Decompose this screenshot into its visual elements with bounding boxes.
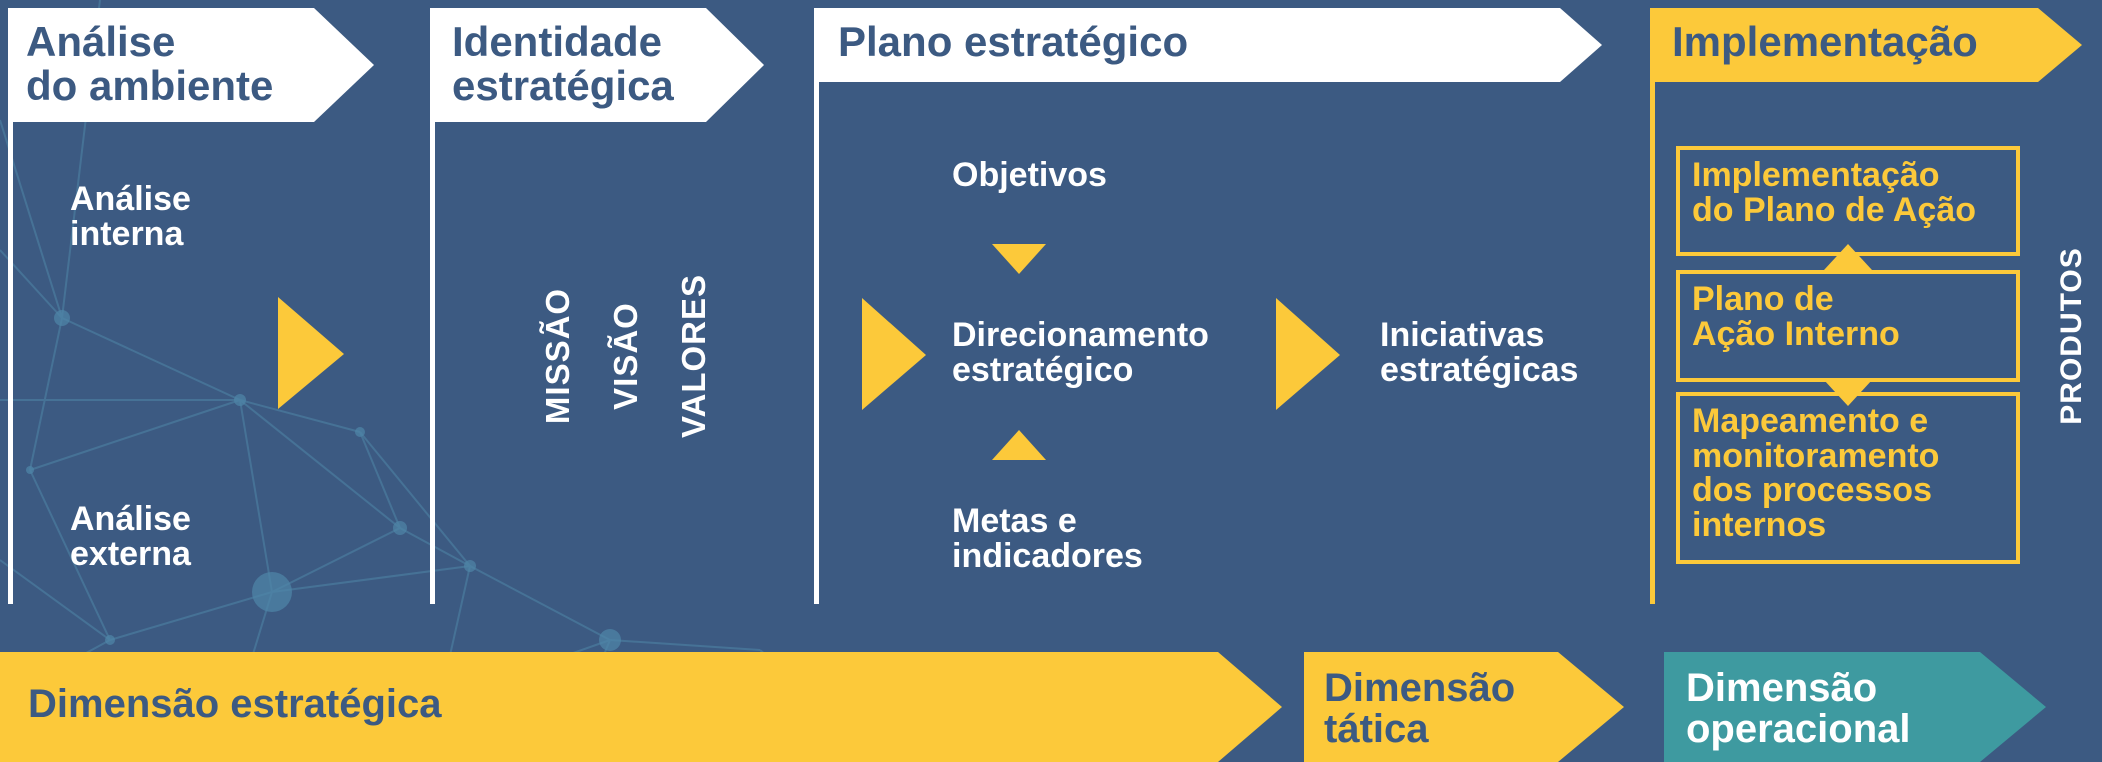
analise-externa: Análise externa [70,500,191,573]
box-mapeamento-label: Mapeamento e monitoramento dos processos… [1692,402,1940,545]
arrow-down-icon [992,244,1046,274]
dimensao-tatica-shape [1304,652,1624,762]
column-divider [430,118,435,604]
box-plano-acao-interno: Plano de Ação Interno [1676,270,2020,382]
dimensao-estrategica-shape [0,652,1282,762]
arrow-right-icon [278,297,344,409]
box-mapeamento: Mapeamento e monitoramento dos processos… [1676,392,2020,564]
metas-label: Metas e indicadores [952,502,1143,575]
header-plano-shape [814,8,1602,82]
direcionamento-label: Direcionamento estratégico [952,316,1209,389]
missao-label: MISSÃO [539,287,576,425]
header-analise-ambiente: Análise do ambiente [26,18,274,110]
arrow-up-icon [1824,244,1872,270]
header-identidade: Identidade estratégica [452,18,674,110]
header-implementacao-shape [1650,8,2082,82]
visao-label: VISÃO [607,302,644,410]
objetivos-label: Objetivos [952,156,1107,194]
header-analise-ambiente-shape [8,8,374,122]
box-implementacao-plano: Implementação do Plano de Ação [1676,146,2020,256]
header-identidade-shape [430,8,764,122]
dimensao-estrategica: Dimensão estratégica [28,682,442,726]
box-implementacao-plano-label: Implementação do Plano de Ação [1692,156,1977,229]
iniciativas-label: Iniciativas estratégicas [1380,316,1579,389]
column-divider [1650,78,1655,604]
produtos-label: PRODUTOS [2055,247,2088,425]
dimensao-operacional: Dimensão operacional [1686,666,1911,751]
column-divider [8,118,13,604]
dimensao-tatica: Dimensão tática [1324,666,1516,751]
arrow-right-icon [862,298,926,410]
arrow-up-icon [992,430,1046,460]
header-implementacao: Implementação [1672,18,1978,65]
header-plano: Plano estratégico [838,18,1189,65]
box-plano-acao-interno-label: Plano de Ação Interno [1692,280,1900,353]
analise-interna: Análise interna [70,180,191,253]
arrow-right-icon [1276,298,1340,410]
dimensao-operacional-shape [1664,652,2046,762]
column-divider [814,78,819,604]
valores-label: VALORES [675,273,712,439]
